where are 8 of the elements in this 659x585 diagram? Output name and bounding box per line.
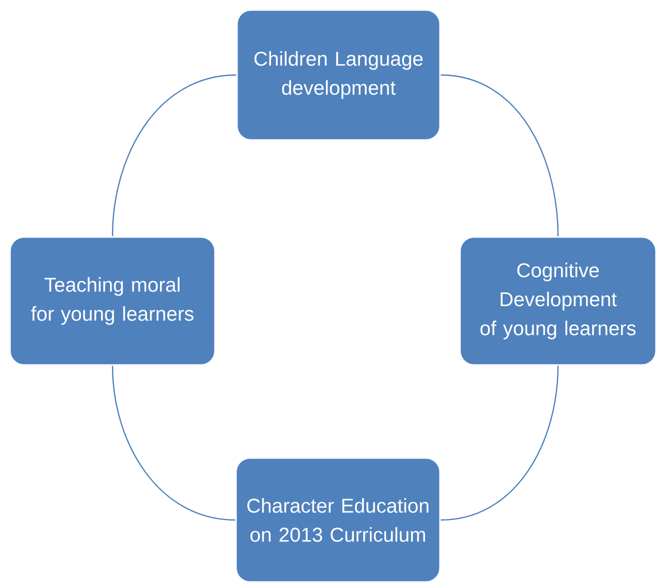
process-box: Character Education on 2013 Curriculum bbox=[235, 457, 441, 583]
connector-arc bbox=[440, 74, 559, 236]
process-box: Teaching moral for young learners bbox=[9, 236, 216, 366]
process-box: Children Language development bbox=[236, 9, 441, 141]
connector-arc bbox=[112, 74, 236, 236]
connector-arc bbox=[440, 366, 559, 521]
connector-arc bbox=[112, 366, 236, 521]
process-box: Cognitive Development of young learners bbox=[459, 236, 657, 366]
